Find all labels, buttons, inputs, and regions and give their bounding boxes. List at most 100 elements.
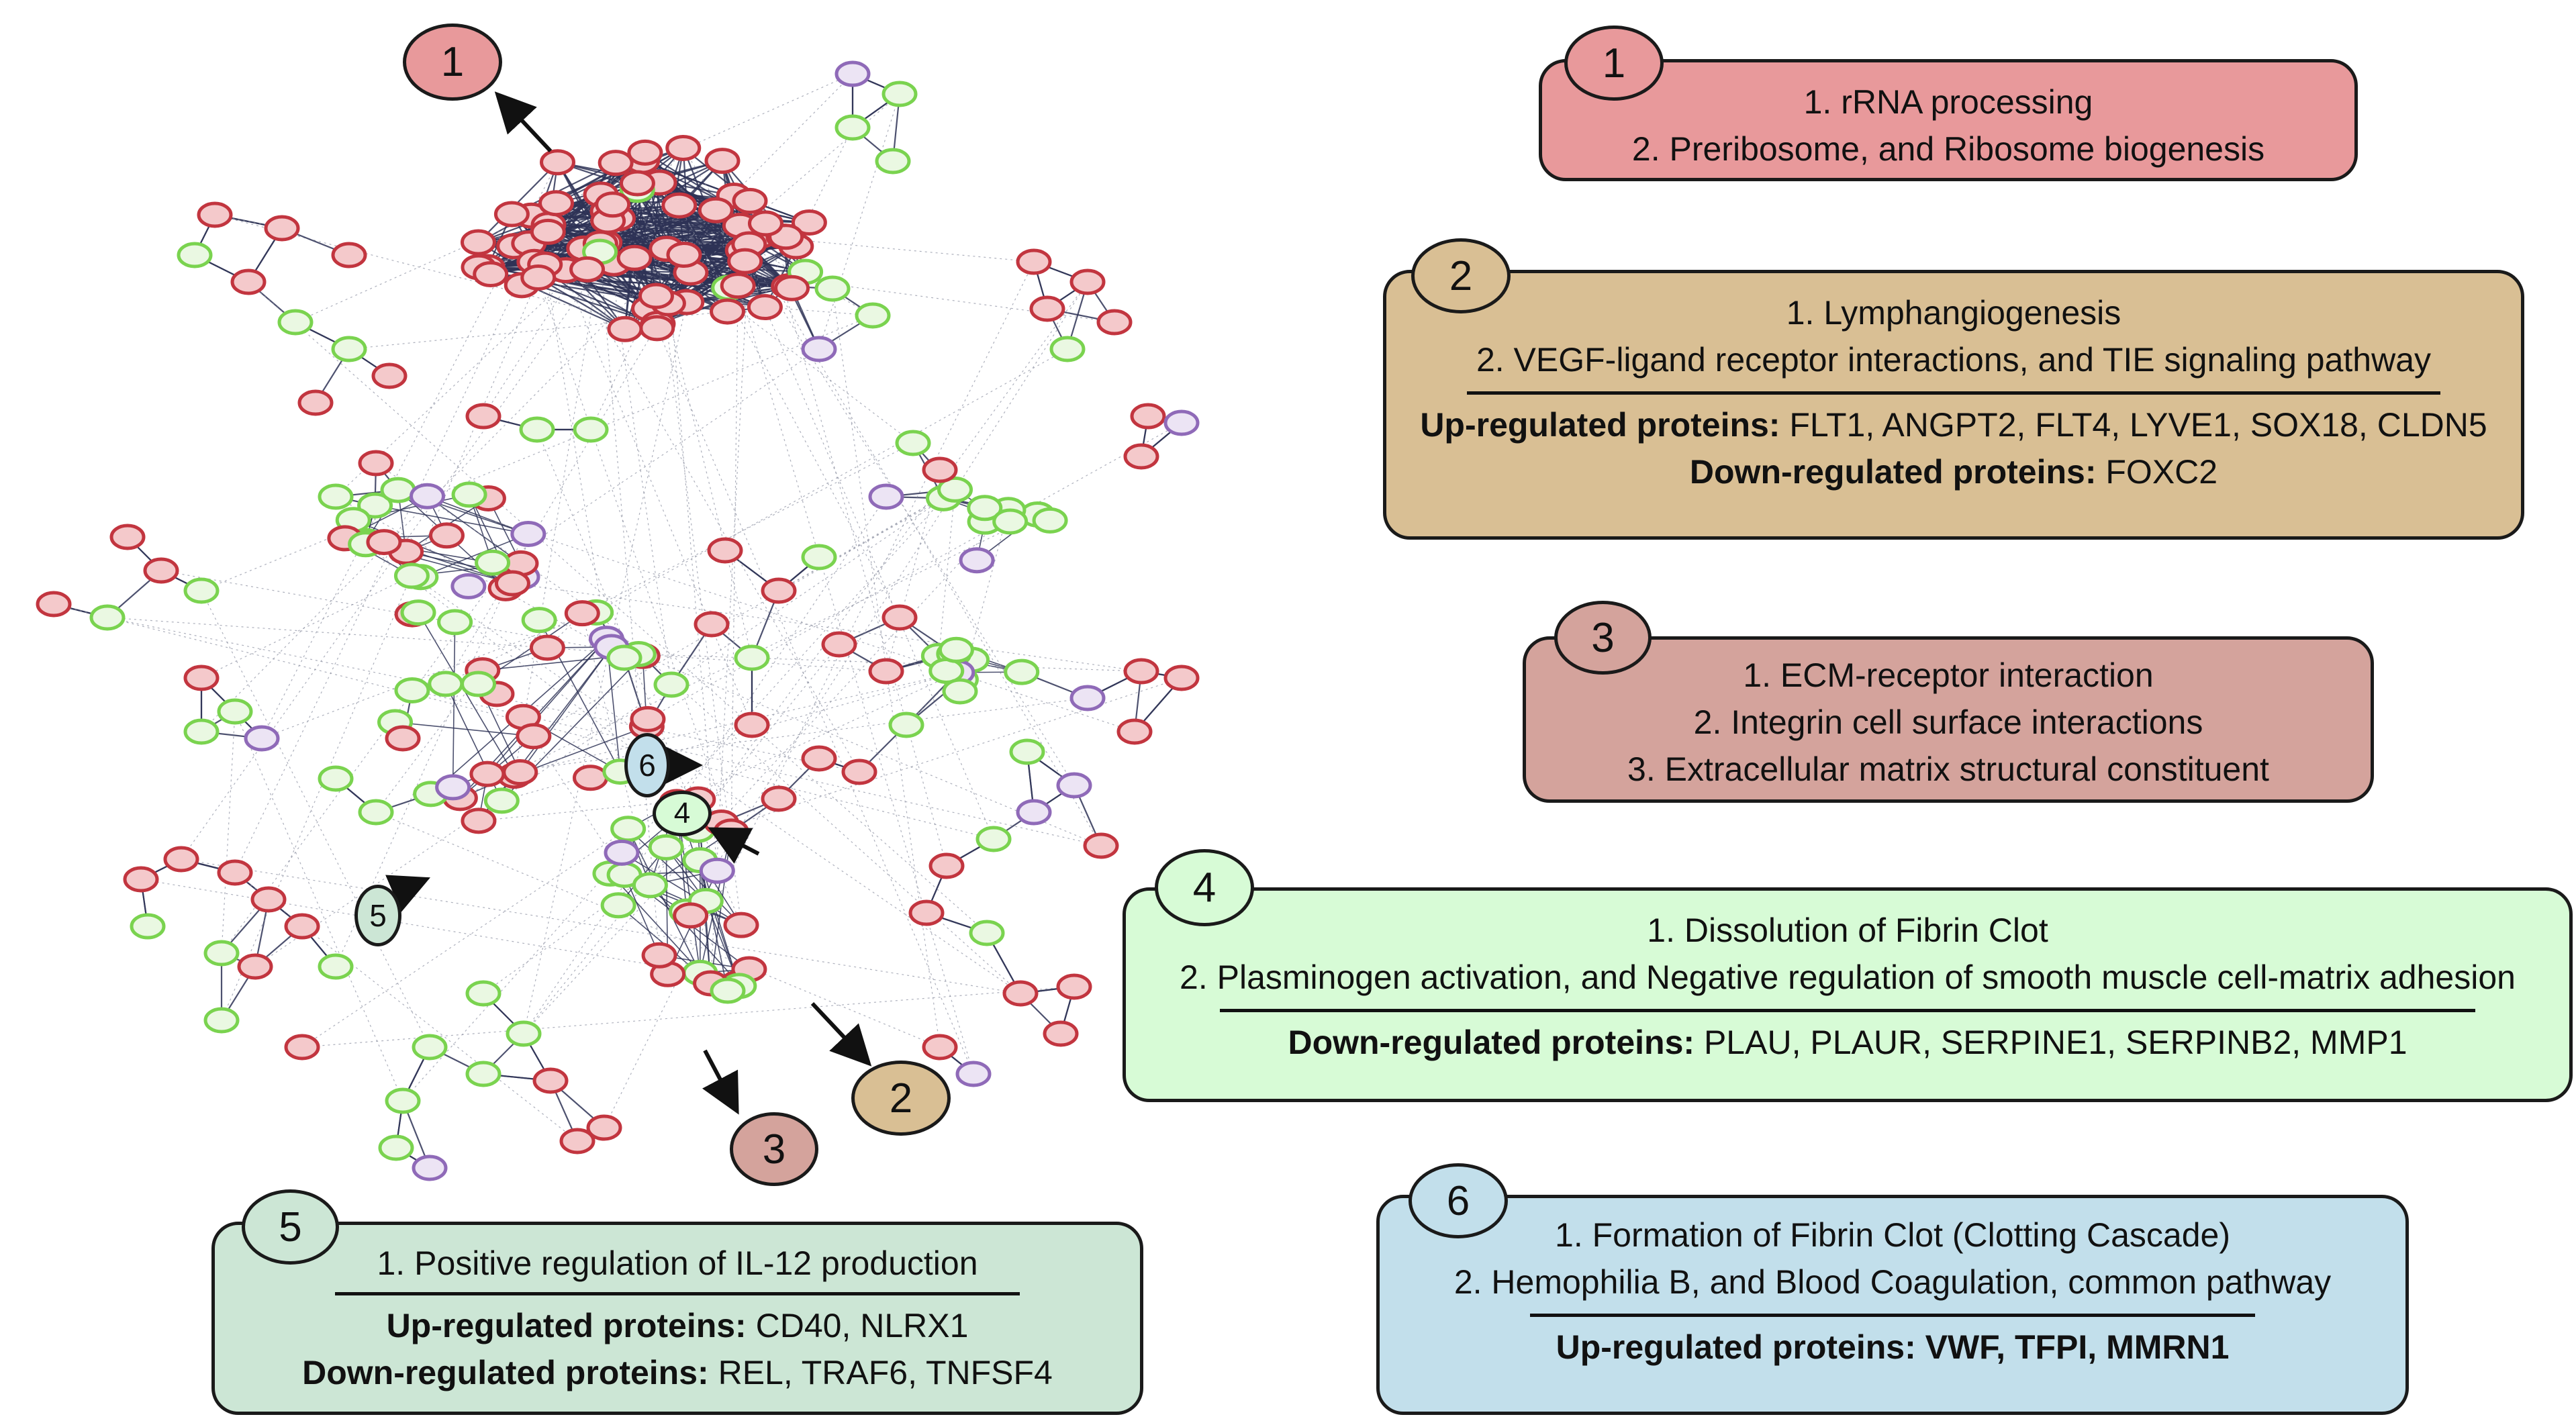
network-edge bbox=[959, 509, 1009, 692]
cluster-5-down-row: Down-regulated proteins: REL, TRAF6, TNF… bbox=[215, 1349, 1140, 1396]
protein-node bbox=[855, 302, 891, 329]
cluster-5-down-label: Down-regulated proteins: bbox=[302, 1354, 709, 1391]
protein-node bbox=[801, 336, 837, 362]
protein-node bbox=[284, 913, 320, 940]
network-edge bbox=[160, 570, 643, 656]
cluster-6-badge-number: 6 bbox=[1446, 1177, 1470, 1224]
protein-node bbox=[747, 210, 783, 237]
protein-node bbox=[598, 150, 634, 177]
protein-node bbox=[704, 148, 741, 175]
cluster-4-down-values: PLAU, PLAUR, SERPINE1, SERPINB2, MMP1 bbox=[1703, 1024, 2407, 1061]
protein-node bbox=[928, 852, 965, 879]
network-edge bbox=[468, 348, 820, 587]
protein-node bbox=[412, 1034, 448, 1061]
protein-node bbox=[1016, 248, 1052, 275]
protein-node bbox=[529, 634, 565, 661]
protein-node bbox=[868, 658, 904, 685]
network-edge bbox=[512, 583, 1142, 672]
network-edge bbox=[778, 497, 944, 591]
protein-node bbox=[648, 834, 684, 861]
cluster-5-term-1: 1. Positive regulation of IL-12 producti… bbox=[377, 1244, 978, 1282]
network-edge bbox=[624, 875, 660, 956]
protein-node bbox=[638, 283, 674, 309]
network-edge bbox=[335, 588, 506, 967]
protein-node bbox=[510, 521, 546, 548]
arrow-to-cluster-4 bbox=[708, 827, 760, 864]
protein-node bbox=[1163, 409, 1200, 436]
protein-node bbox=[881, 81, 918, 107]
cluster-1-badge-number: 1 bbox=[1602, 40, 1626, 87]
protein-node bbox=[564, 600, 600, 627]
protein-node bbox=[922, 456, 958, 483]
protein-node bbox=[569, 256, 606, 283]
protein-node bbox=[801, 544, 837, 571]
protein-node bbox=[573, 416, 609, 443]
cluster-1-term-2: 2. Preribosome, and Ribosome biogenesis bbox=[1631, 130, 2265, 168]
protein-node bbox=[600, 892, 636, 919]
protein-node bbox=[203, 940, 240, 967]
protein-node bbox=[607, 315, 643, 342]
protein-node bbox=[494, 570, 530, 597]
arrow-to-cluster-5 bbox=[385, 875, 431, 912]
protein-node bbox=[143, 557, 179, 584]
protein-node bbox=[1083, 832, 1119, 859]
graph-callout-5-number: 5 bbox=[369, 898, 387, 933]
protein-node bbox=[922, 1034, 958, 1061]
protein-node bbox=[284, 1034, 320, 1061]
network-edge bbox=[536, 429, 742, 926]
protein-node bbox=[521, 607, 557, 634]
protein-node bbox=[938, 636, 974, 663]
protein-node bbox=[761, 785, 797, 812]
cluster-5-up-label: Up-regulated proteins: bbox=[386, 1307, 747, 1344]
network-edge bbox=[538, 277, 732, 832]
network-edge bbox=[445, 442, 914, 685]
cluster-6-divider bbox=[1530, 1314, 2255, 1317]
protein-node bbox=[720, 273, 756, 299]
cluster-6-badge: 6 bbox=[1409, 1163, 1508, 1238]
network-edge bbox=[533, 489, 955, 737]
protein-node bbox=[606, 644, 642, 671]
cluster-2-up-label: Up-regulated proteins: bbox=[1420, 406, 1780, 444]
protein-node bbox=[371, 362, 408, 389]
network-edge bbox=[107, 617, 860, 773]
cluster-3-term-1: 1. ECM-receptor interaction bbox=[1743, 656, 2154, 694]
cluster-1-term-1: 1. rRNA processing bbox=[1803, 83, 2093, 121]
network-edge bbox=[638, 653, 1142, 672]
graph-callout-6-number: 6 bbox=[638, 748, 656, 783]
network-edge bbox=[523, 301, 687, 1034]
cluster-5-up-row: Up-regulated proteins: CD40, NLRX1 bbox=[215, 1302, 1140, 1349]
cluster-5-divider bbox=[335, 1292, 1020, 1295]
protein-node bbox=[475, 549, 511, 576]
protein-node bbox=[36, 591, 72, 618]
network-edge bbox=[487, 638, 608, 775]
protein-node bbox=[734, 644, 770, 671]
protein-node bbox=[841, 758, 877, 785]
network-edge bbox=[427, 495, 529, 535]
network-edge bbox=[938, 489, 956, 656]
protein-node bbox=[665, 134, 702, 161]
protein-node bbox=[412, 1154, 448, 1181]
network-edge bbox=[557, 162, 602, 244]
protein-node bbox=[666, 242, 702, 268]
protein-node bbox=[331, 242, 367, 268]
protein-node bbox=[394, 677, 430, 703]
protein-node bbox=[469, 760, 506, 787]
protein-node bbox=[1096, 309, 1133, 336]
graph-callout-2: 2 bbox=[851, 1061, 951, 1136]
protein-node bbox=[410, 483, 446, 509]
cluster-6-up-values: VWF, TFPI, MMRN1 bbox=[1925, 1328, 2230, 1366]
protein-node bbox=[1069, 685, 1106, 711]
protein-node bbox=[908, 899, 945, 926]
cluster-1-box: 1. rRNA processing 2. Preribosome, and R… bbox=[1539, 59, 2358, 181]
protein-node bbox=[385, 1087, 421, 1114]
protein-node bbox=[881, 604, 918, 631]
protein-node bbox=[937, 476, 973, 503]
protein-node bbox=[875, 148, 911, 175]
network-edge bbox=[607, 211, 974, 1075]
network-edge bbox=[523, 509, 1009, 1034]
network-edge bbox=[700, 860, 728, 991]
protein-node bbox=[1043, 1020, 1079, 1047]
protein-node bbox=[357, 492, 393, 519]
network-edge bbox=[676, 672, 958, 803]
cluster-3-term-2: 2. Integrin cell surface interactions bbox=[1693, 703, 2203, 741]
